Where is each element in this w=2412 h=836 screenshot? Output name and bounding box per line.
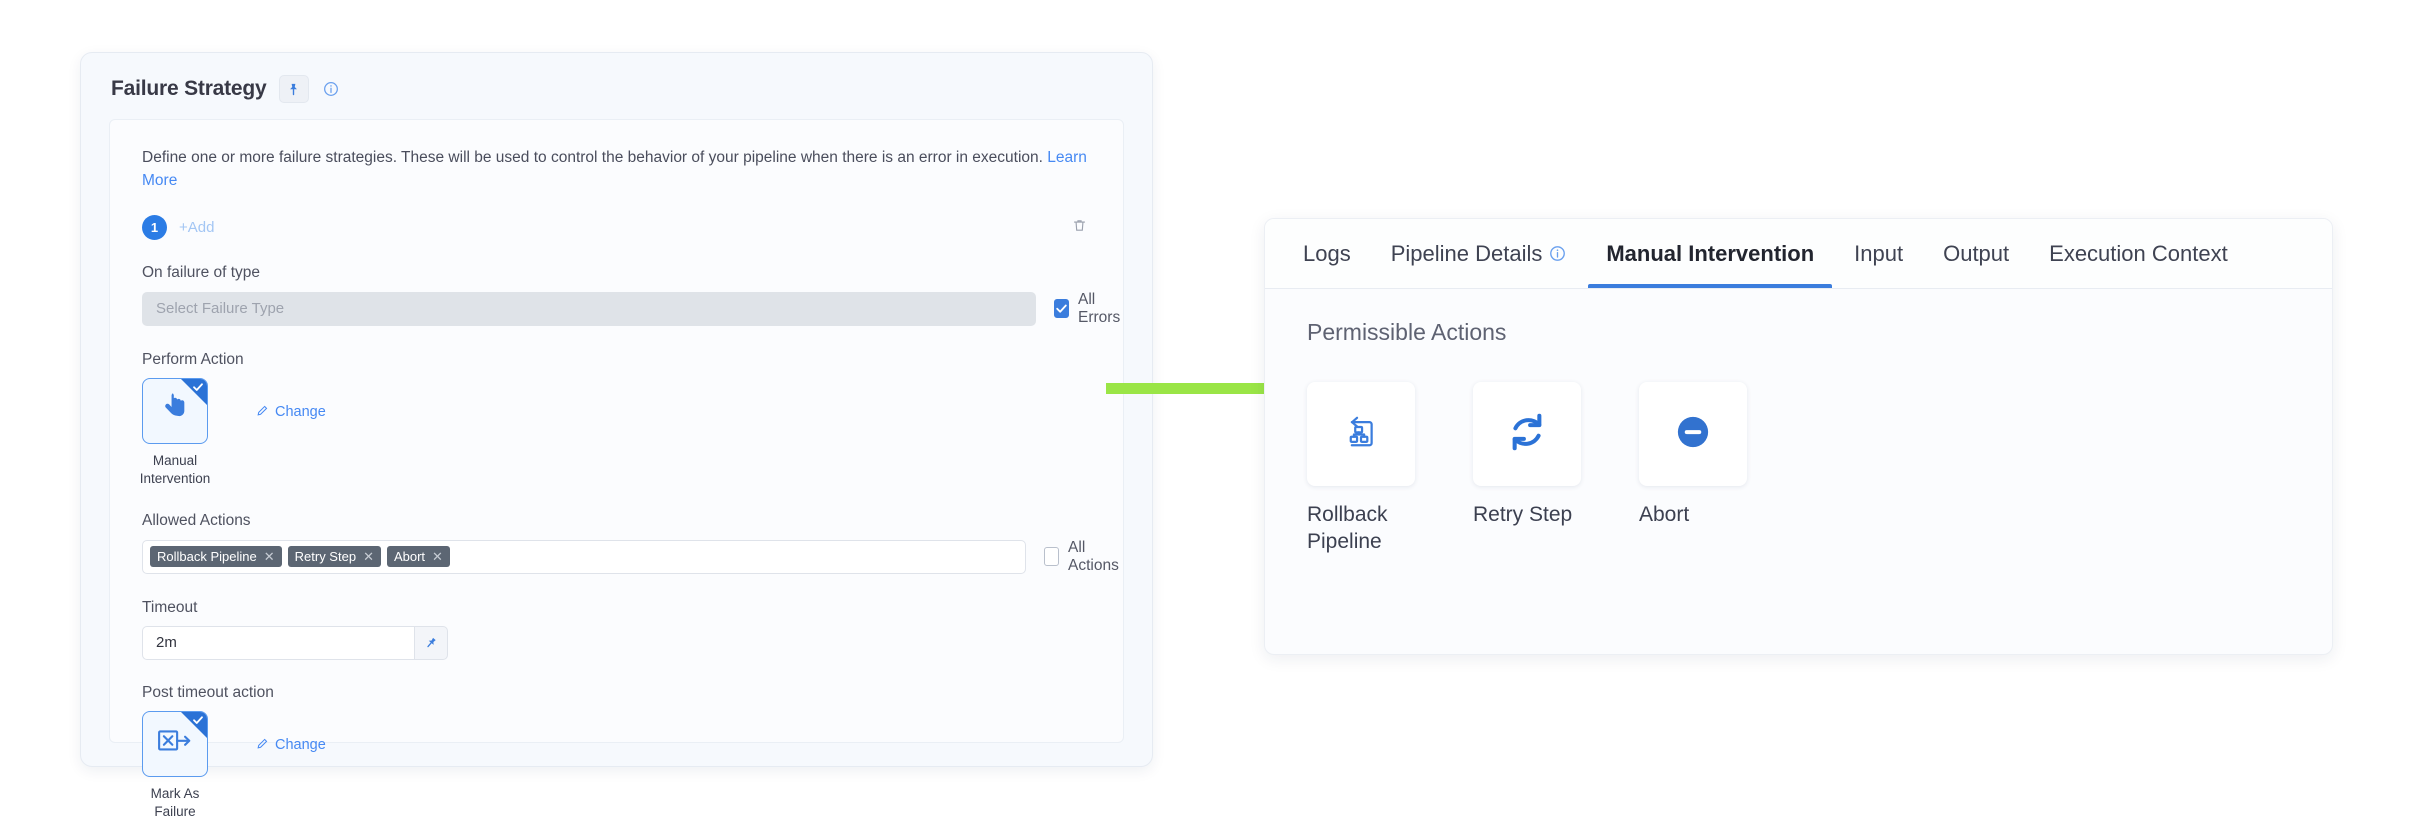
pencil-icon [256, 404, 269, 421]
rollback-pipeline-icon [1340, 411, 1382, 458]
all-errors-checkbox[interactable] [1054, 299, 1069, 318]
post-timeout-action-label: Post timeout action [142, 683, 274, 701]
abort-icon [1671, 410, 1715, 459]
tile-selected-corner [181, 378, 207, 405]
tab-label: Logs [1303, 240, 1351, 266]
all-errors-label: All Errors [1078, 290, 1121, 326]
tab-execution-context[interactable]: Execution Context [2029, 219, 2248, 288]
action-rollback-pipeline[interactable]: Rollback Pipeline [1307, 382, 1415, 556]
trash-icon[interactable] [1072, 217, 1087, 239]
action-label: Abort [1639, 503, 1690, 526]
add-strategy-button[interactable]: +Add [179, 218, 215, 236]
failure-strategy-panel: Failure Strategy Define one or more fail… [80, 52, 1153, 819]
pencil-icon [256, 737, 269, 754]
check-icon [193, 382, 203, 391]
manual-intervention-caption: Manual Intervention [139, 452, 211, 486]
all-actions-label: All Actions [1068, 538, 1119, 574]
allowed-actions-row: Rollback Pipeline ✕ Retry Step ✕ Abort ✕… [142, 539, 1119, 575]
tab-label: Execution Context [2049, 240, 2228, 266]
action-label: Retry Step [1473, 503, 1573, 526]
action-retry-step[interactable]: Retry Step [1473, 382, 1581, 556]
strategy-index-badge[interactable]: 1 [142, 214, 167, 240]
tag-label: Retry Step [294, 549, 357, 565]
manual-intervention-tile[interactable] [142, 377, 208, 444]
action-card[interactable] [1307, 382, 1415, 486]
permissible-actions-title: Permissible Actions [1307, 319, 1507, 345]
tab-label: Output [1943, 240, 2010, 266]
tag-chip[interactable]: Rollback Pipeline ✕ [150, 546, 282, 568]
failure-type-select[interactable]: Select Failure Type [142, 291, 1036, 326]
remove-tag-icon[interactable]: ✕ [363, 548, 374, 564]
on-failure-type-row: Select Failure Type All Errors [142, 291, 1120, 327]
tab-label: Input [1854, 240, 1904, 266]
action-card[interactable] [1639, 382, 1747, 486]
strategy-add-row: 1 +Add [142, 214, 1091, 240]
change-post-timeout-action-button[interactable]: Change [256, 737, 326, 754]
retry-step-icon [1502, 407, 1552, 462]
tab-label: Pipeline Details [1390, 240, 1543, 266]
permissible-actions-grid: Rollback Pipeline Retry S [1307, 382, 2290, 556]
change-label: Change [275, 737, 326, 754]
timeout-pin-icon[interactable] [414, 625, 448, 660]
allowed-actions-label: Allowed Actions [142, 511, 251, 529]
on-failure-type-label: On failure of type [142, 263, 261, 281]
all-actions-checkbox[interactable] [1044, 547, 1060, 567]
all-errors-checkbox-group[interactable]: All Errors [1054, 291, 1124, 327]
info-icon[interactable] [1549, 245, 1566, 262]
post-timeout-action-row: Mark As Failure Change [142, 710, 1091, 821]
tag-chip[interactable]: Abort ✕ [386, 546, 450, 568]
timeout-input[interactable]: 2m [142, 625, 414, 660]
tab-input[interactable]: Input [1834, 219, 1923, 288]
tag-label: Rollback Pipeline [157, 549, 257, 565]
mark-as-failure-icon [157, 726, 193, 761]
tag-label: Abort [393, 549, 426, 565]
failure-strategy-body: Define one or more failure strategies. T… [109, 119, 1124, 819]
tag-chip[interactable]: Retry Step ✕ [287, 546, 381, 568]
timeout-row: 2m [142, 625, 448, 660]
change-label: Change [275, 404, 326, 420]
action-label: Rollback Pipeline [1307, 503, 1388, 553]
description-text: Define one or more failure strategies. T… [142, 146, 1091, 193]
pin-icon[interactable] [278, 75, 309, 103]
learn-more-link[interactable]: Learn More [142, 149, 1087, 190]
manual-intervention-content: Permissible Actions [1265, 289, 2332, 586]
info-icon[interactable] [321, 79, 341, 99]
mark-as-failure-caption: Mark As Failure [150, 785, 200, 820]
tab-manual-intervention[interactable]: Manual Intervention [1586, 219, 1834, 288]
remove-tag-icon[interactable]: ✕ [263, 548, 275, 564]
perform-action-label: Perform Action [142, 350, 244, 368]
change-perform-action-button[interactable]: Change [256, 404, 326, 421]
description-sentence: Define one or more failure strategies. T… [142, 149, 1043, 166]
action-card[interactable] [1473, 382, 1581, 486]
perform-action-row: Manual Intervention Change [140, 377, 1091, 488]
tab-pipeline-details[interactable]: Pipeline Details [1371, 219, 1587, 288]
tile-selected-corner [181, 711, 207, 738]
hand-pointer-icon [157, 390, 193, 431]
remove-tag-icon[interactable]: ✕ [432, 548, 443, 564]
check-icon [193, 716, 203, 724]
all-actions-checkbox-group[interactable]: All Actions [1044, 539, 1123, 575]
failure-strategy-header: Failure Strategy [81, 53, 1152, 119]
tab-output[interactable]: Output [1923, 219, 2029, 288]
mark-as-failure-tile[interactable] [142, 710, 208, 777]
execution-details-panel: Logs Pipeline Details Manual Interventio… [1264, 218, 2333, 655]
tab-logs[interactable]: Logs [1299, 219, 1371, 288]
action-abort[interactable]: Abort [1639, 382, 1747, 556]
page-title: Failure Strategy [111, 77, 267, 100]
tab-bar: Logs Pipeline Details Manual Interventio… [1265, 219, 2332, 289]
tab-label: Manual Intervention [1606, 240, 1815, 266]
allowed-actions-input[interactable]: Rollback Pipeline ✕ Retry Step ✕ Abort ✕ [142, 539, 1026, 574]
timeout-label: Timeout [142, 598, 198, 616]
